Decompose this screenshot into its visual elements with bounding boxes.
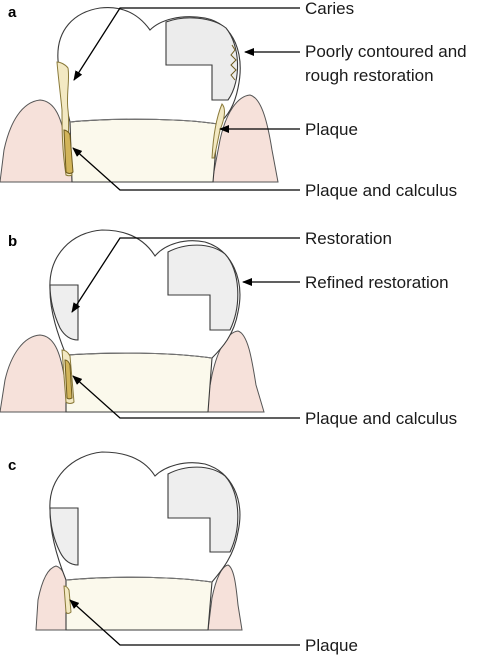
- panel-b-refined-restoration-label: Refined restoration: [305, 273, 449, 292]
- panel-c-root: [65, 576, 213, 631]
- panel-b-root: [65, 352, 213, 413]
- panel-b-letter: b: [8, 233, 17, 250]
- panel-b-restoration-leader: [71, 237, 300, 313]
- panel-c-cej-line: [65, 576, 213, 583]
- panel-a-caries-label: Caries: [305, 0, 354, 18]
- panel-b-restoration-label: Restoration: [305, 229, 392, 248]
- panel-b-left-restoration: [49, 284, 79, 341]
- panel-a-caries-leader: [73, 7, 300, 81]
- panel-c-left-restoration: [49, 507, 79, 566]
- panel-b: b Restoration Refined restoration Plaque…: [0, 229, 457, 428]
- panel-a-plaque-calculus-label: Plaque and calculus: [305, 181, 457, 200]
- panel-a: a Caries Poorly contoured and rough rest…: [0, 0, 467, 200]
- panel-b-cej-line: [65, 352, 213, 359]
- panel-c-right-gum: [207, 564, 243, 631]
- panel-a-cej-line: [69, 118, 219, 125]
- panel-a-poor-restoration-label-1: Poorly contoured and: [305, 42, 467, 61]
- panel-b-right-gum: [204, 330, 265, 413]
- panel-a-restoration: [165, 17, 239, 101]
- panel-b-plaque-calculus-label: Plaque and calculus: [305, 409, 457, 428]
- panel-b-plaque-calculus-leader: [72, 375, 300, 419]
- panel-a-letter: a: [8, 4, 17, 21]
- panel-a-root: [69, 118, 219, 183]
- panel-c-plaque: [63, 585, 72, 614]
- panel-c-plaque-leader: [69, 599, 300, 646]
- panel-b-right-restoration: [167, 244, 239, 331]
- panel-a-plaque-calculus-leader: [72, 147, 300, 191]
- panel-c-right-restoration: [167, 466, 239, 553]
- panel-a-calculus: [63, 129, 74, 174]
- panel-a-right-gum: [211, 94, 279, 183]
- panel-c-letter: c: [8, 457, 16, 474]
- panel-a-plaque-right: [211, 103, 225, 159]
- panel-c: c Plaque: [8, 451, 358, 655]
- panel-a-poor-restoration-label-2: rough restoration: [305, 66, 434, 85]
- panel-a-rough-margin: [230, 44, 237, 81]
- panel-b-calculus: [64, 359, 73, 400]
- panel-b-left-gum: [0, 334, 71, 413]
- panel-a-plaque-label: Plaque: [305, 120, 358, 139]
- panel-c-plaque-label: Plaque: [305, 636, 358, 655]
